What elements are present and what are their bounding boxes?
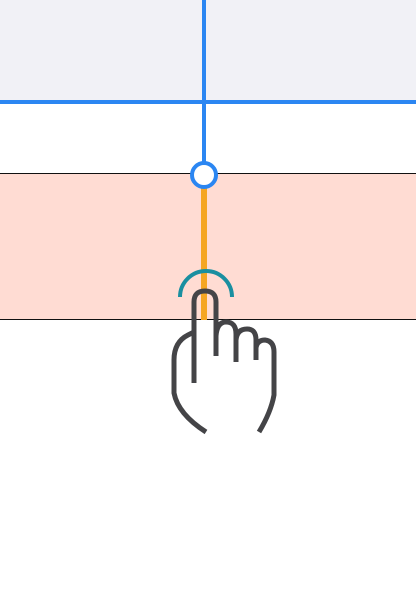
anchor-ring-icon: [190, 161, 218, 189]
horizontal-guide-line: [0, 100, 416, 104]
drag-path-line: [201, 186, 207, 320]
top-region: [0, 0, 416, 100]
vertical-guide-line: [202, 0, 206, 165]
drop-zone: [0, 173, 416, 320]
